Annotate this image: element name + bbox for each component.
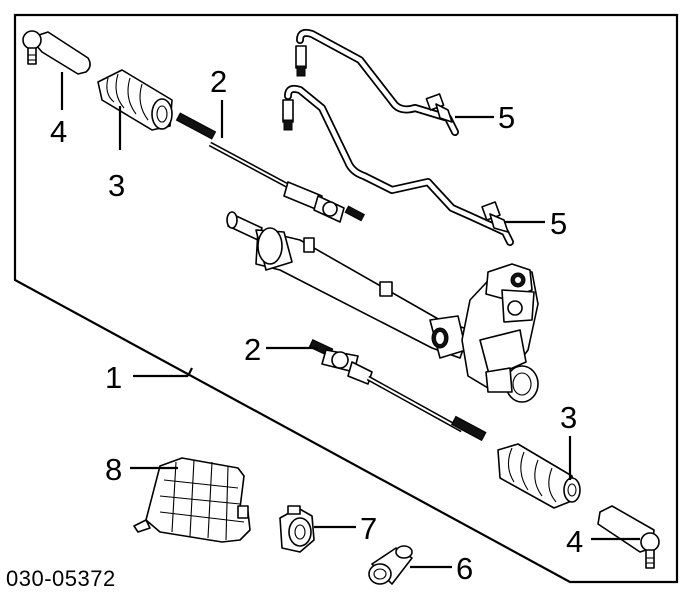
callout-inner-tie-rod-top: 2 bbox=[210, 64, 227, 99]
callout-inner-tie-rod-bottom: 2 bbox=[244, 332, 261, 367]
assembly-frame bbox=[13, 13, 679, 584]
callout-pipe-lower: 5 bbox=[550, 206, 567, 241]
inner-tie-rod-top bbox=[175, 112, 366, 223]
callout-heat-shield: 8 bbox=[105, 452, 122, 487]
inner-tie-rod-bottom bbox=[308, 339, 487, 442]
tie-rod-end-bottom bbox=[597, 505, 660, 569]
diagram-reference-number: 030-05372 bbox=[6, 566, 116, 591]
rack-bushing bbox=[279, 505, 315, 553]
heat-shield bbox=[133, 457, 251, 543]
callout-pipe-upper: 5 bbox=[498, 100, 515, 135]
callout-assembly: 1 bbox=[105, 360, 122, 395]
callout-tie-rod-end-bottom: 4 bbox=[566, 524, 583, 559]
hydraulic-pipe-lower bbox=[282, 84, 514, 246]
callout-bushing: 7 bbox=[360, 511, 377, 546]
callout-boot-bottom: 3 bbox=[560, 400, 577, 435]
callout-grommet: 6 bbox=[456, 551, 473, 586]
steering-rack-housing bbox=[226, 211, 539, 403]
rack-boot-bottom bbox=[497, 443, 581, 509]
callout-tie-rod-end-top: 4 bbox=[50, 114, 67, 149]
tie-rod-end-top bbox=[22, 30, 91, 75]
callout-boot-top: 3 bbox=[108, 168, 125, 203]
grommet bbox=[368, 545, 413, 585]
hydraulic-pipe-upper bbox=[295, 28, 459, 136]
leader-assembly-tail bbox=[187, 367, 193, 377]
rack-boot-top bbox=[97, 69, 173, 131]
